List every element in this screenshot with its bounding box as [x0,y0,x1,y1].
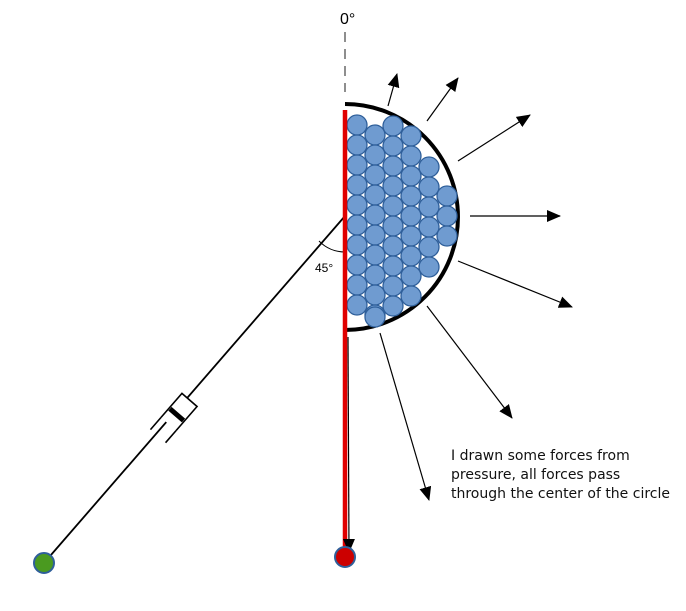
ball [346,294,368,316]
ball [400,185,422,207]
ball [382,235,404,257]
ball [364,144,386,166]
ball [382,295,404,317]
ball [400,285,422,307]
ball [364,224,386,246]
force-arrow [379,332,432,501]
ball [364,244,386,266]
ball [346,194,368,216]
ball [418,216,440,238]
ball [400,145,422,167]
ball [400,225,422,247]
ball [364,164,386,186]
ball [346,174,368,196]
note-line-2: pressure, all forces pass [451,467,620,483]
force-arrow [387,73,400,107]
note-line-3: through the center of the circle [451,486,670,502]
ball [364,184,386,206]
ball [400,165,422,187]
ball [400,205,422,227]
force-arrow [426,305,513,419]
pressure-force-arrows [342,73,573,553]
ball [346,114,368,136]
ball [346,274,368,296]
angle-45-label: 45° [315,261,333,275]
ball [400,265,422,287]
green-endpoint [33,552,55,574]
ball [364,264,386,286]
ball [346,214,368,236]
force-arrow [457,260,573,308]
ball [400,125,422,147]
ball [364,124,386,146]
ball [418,156,440,178]
ball [346,134,368,156]
angle-zero-label: 0° [340,11,355,28]
ball [418,196,440,218]
inclined-arm-line [43,215,346,564]
ball [382,195,404,217]
ball [418,176,440,198]
ball [382,115,404,137]
ball [382,155,404,177]
ball [346,234,368,256]
ball [436,185,458,207]
ball [400,245,422,267]
ball [346,154,368,176]
ball [382,255,404,277]
ball [436,225,458,247]
ball [436,205,458,227]
ball [418,256,440,278]
ball [382,175,404,197]
force-arrow [342,336,355,553]
ball [382,215,404,237]
ball [346,254,368,276]
ball [382,275,404,297]
ball-pile [346,114,458,328]
red-endpoint [334,546,356,568]
ball [364,306,386,328]
force-arrow [426,77,459,122]
force-arrow [457,114,531,162]
ball [364,284,386,306]
damper-icon [149,392,199,444]
note-line-1: I drawn some forces from [451,448,630,464]
ball [364,204,386,226]
ball [418,236,440,258]
ball [382,135,404,157]
